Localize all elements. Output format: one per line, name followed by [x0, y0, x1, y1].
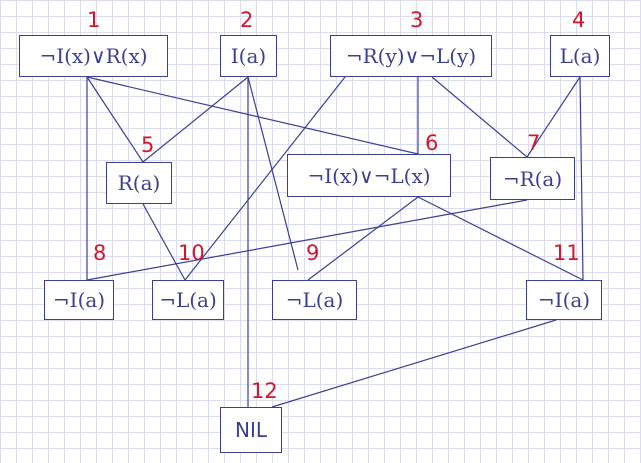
- edge-3-7: [431, 76, 528, 158]
- clause-number-10: 10: [178, 241, 205, 265]
- clause-number-5: 5: [141, 133, 155, 157]
- clause-node-2: I(a): [220, 35, 277, 77]
- clause-node-6: ¬I(x)∨¬L(x): [287, 154, 451, 197]
- edge-6-9: [307, 196, 419, 281]
- clause-node-9: ¬L(a): [272, 280, 357, 320]
- edge-3-10: [184, 76, 346, 281]
- edge-4-7: [526, 76, 581, 158]
- edge-2-5: [142, 76, 249, 163]
- clause-number-11: 11: [553, 241, 580, 265]
- clause-number-8: 8: [93, 241, 107, 265]
- clause-node-11: ¬I(a): [526, 280, 602, 320]
- clause-number-4: 4: [572, 8, 586, 32]
- clause-node-12: NIL: [220, 407, 282, 453]
- clause-node-7: ¬R(a): [490, 157, 575, 200]
- clause-node-8: ¬I(a): [44, 280, 114, 320]
- clause-number-12: 12: [251, 379, 278, 403]
- clause-number-1: 1: [87, 8, 101, 32]
- clause-node-10: ¬L(a): [152, 280, 224, 320]
- clause-node-3: ¬R(y)∨¬L(y): [330, 35, 492, 77]
- clause-number-7: 7: [527, 131, 541, 155]
- edge-4-11: [579, 76, 584, 281]
- edge-6-11: [417, 196, 584, 281]
- edge-11-12: [271, 319, 557, 408]
- edge-5-10: [142, 203, 186, 281]
- clause-number-6: 6: [425, 131, 439, 155]
- clause-number-2: 2: [240, 8, 254, 32]
- clause-node-4: L(a): [550, 35, 610, 77]
- clause-node-1: ¬I(x)∨R(x): [19, 35, 168, 77]
- clause-node-5: R(a): [106, 162, 172, 204]
- edge-7-8: [86, 199, 528, 281]
- edge-1-6: [86, 76, 419, 155]
- edge-2-9: [247, 76, 299, 271]
- clause-number-9: 9: [306, 241, 320, 265]
- clause-number-3: 3: [410, 8, 424, 32]
- edge-1-5: [86, 76, 144, 163]
